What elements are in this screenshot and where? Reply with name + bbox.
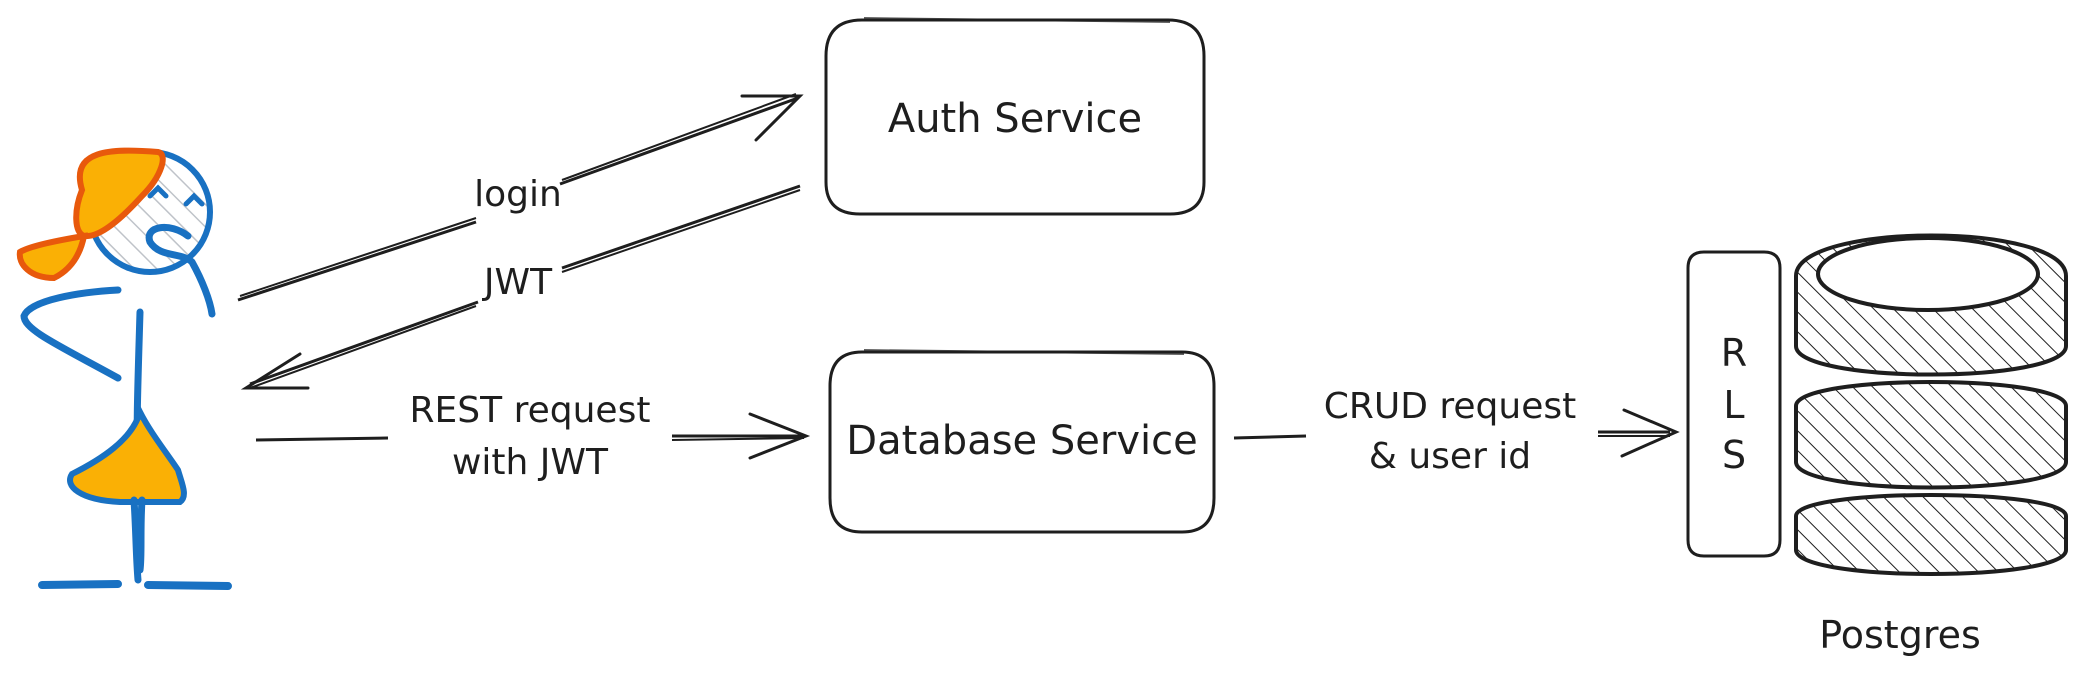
rls-letter-r: R — [1721, 331, 1747, 375]
postgres-node: Postgres — [1794, 233, 2068, 657]
postgres-segment-middle — [1794, 380, 2068, 490]
login-line-2 — [559, 96, 799, 186]
user-eye-right — [183, 192, 205, 207]
rls-letter-s: S — [1722, 433, 1746, 477]
user-hand-chin — [145, 223, 216, 318]
jwt-edge: JWT — [240, 184, 801, 390]
database-service-box — [828, 350, 1216, 534]
rest-line — [255, 436, 389, 442]
auth-service-label: Auth Service — [888, 96, 1142, 142]
postgres-label: Postgres — [1819, 613, 1981, 657]
login-edge: login — [237, 93, 804, 302]
user-leg-right — [136, 496, 146, 574]
user-foot-left — [38, 580, 122, 589]
jwt-label: JWT — [482, 262, 553, 303]
jwt-line-2 — [249, 300, 479, 386]
user-leg-left — [130, 496, 142, 584]
crud-label-line2: & user id — [1369, 436, 1531, 477]
crud-edge: CRUD request & user id — [1233, 386, 1680, 477]
rls-letter-l: L — [1723, 383, 1744, 427]
jwt-arrowhead — [240, 352, 310, 390]
rest-label-line1: REST request — [410, 390, 651, 431]
rls-node: R L S — [1686, 250, 1782, 558]
crud-label-line1: CRUD request — [1324, 386, 1577, 427]
database-service-label: Database Service — [846, 418, 1197, 464]
postgres-top-ellipse — [1816, 236, 2040, 312]
rest-arrowhead — [748, 412, 811, 460]
login-line — [237, 220, 477, 302]
auth-service-node: Auth Service — [824, 17, 1206, 216]
rest-edge: REST request with JWT — [255, 390, 811, 483]
user-arm-left — [20, 286, 122, 382]
user-figure — [16, 147, 232, 590]
login-arrowhead — [740, 94, 804, 142]
jwt-line — [561, 184, 801, 270]
postgres-segment-bottom — [1794, 493, 2068, 576]
database-service-node: Database Service — [828, 349, 1216, 534]
crud-line — [1233, 434, 1307, 440]
user-ponytail — [16, 232, 88, 282]
user-dress — [67, 403, 187, 505]
login-label: login — [474, 174, 562, 215]
user-foot-right — [144, 581, 232, 590]
user-hair — [73, 147, 166, 240]
rls-box — [1686, 250, 1782, 558]
rest-label-line2: with JWT — [452, 442, 609, 483]
auth-service-box — [824, 18, 1206, 216]
user-eye-left — [147, 184, 169, 199]
crud-arrowhead — [1620, 408, 1680, 458]
